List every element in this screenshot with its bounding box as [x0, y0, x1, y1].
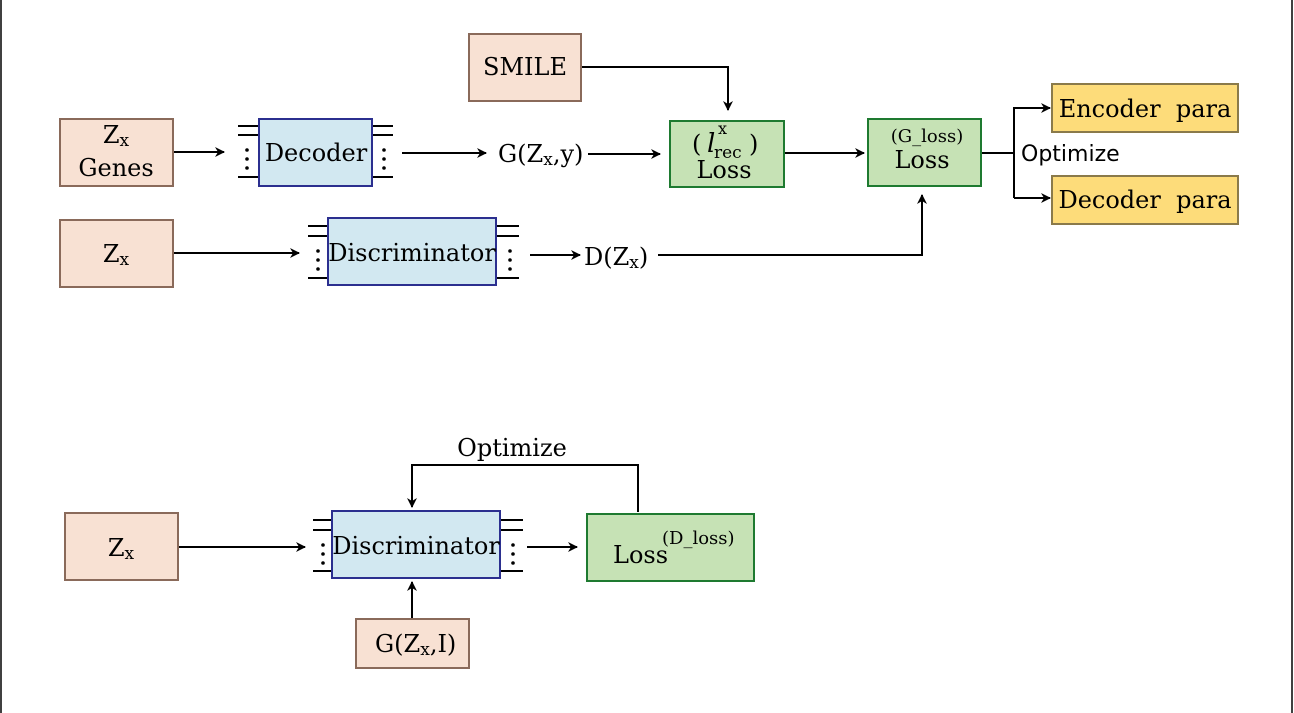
smile-label: SMILE [483, 53, 567, 81]
zx-genes-z: Z [103, 121, 120, 149]
zx-input-box-top: Zx [59, 219, 174, 288]
zx-input-box-bottom: Zx [64, 512, 179, 581]
discriminator-label-bottom: Discriminator [332, 532, 500, 560]
zx-genes-input-box: Zx Genes [59, 118, 174, 187]
reconstruction-loss-box: ( l x rec ) Loss [669, 119, 785, 188]
discriminator-output-label: D(Zx) [584, 243, 648, 273]
svg-text:Zx: Zx [108, 534, 135, 564]
svg-text:(: ( [692, 130, 701, 158]
top-connectors [174, 66, 1051, 260]
d-loss-superscript: (D_loss) [662, 528, 735, 549]
svg-text:): ) [749, 130, 758, 158]
genes-label: Genes [78, 154, 153, 182]
decoder-params-box: Decoder para [1051, 175, 1239, 225]
d-loss-box: Loss (D_loss) [586, 513, 755, 582]
rec-loss-symbol: l [707, 129, 715, 159]
svg-text:Zx: Zx [103, 121, 130, 151]
discriminator-label-top: Discriminator [328, 239, 496, 267]
optimize-label-bottom: Optimize [457, 434, 567, 462]
rec-loss-label: Loss [696, 156, 751, 184]
rec-loss-subscript: rec [714, 143, 742, 163]
rec-loss-superscript: x [718, 119, 727, 138]
d-loss-label: Loss [613, 541, 668, 569]
decoder-module: Decoder [238, 118, 393, 187]
decoder-label: Decoder [265, 139, 368, 167]
g-loss-box: (G_loss) Loss [867, 118, 982, 187]
encoder-params-label: Encoder para [1059, 95, 1232, 123]
smile-input-box: SMILE [468, 33, 582, 102]
decoder-params-label: Decoder para [1058, 186, 1231, 214]
g-loss-label: Loss [894, 146, 949, 174]
svg-text:Zx: Zx [103, 240, 130, 270]
g-loss-tag: (G_loss) [891, 126, 964, 147]
discriminator-module-bottom: Discriminator [313, 510, 523, 579]
optimize-label-top: Optimize [1021, 142, 1120, 167]
svg-text:G(Zx,I): G(Zx,I) [375, 630, 456, 660]
zx-genes-subscript: x [120, 131, 130, 151]
encoder-params-box: Encoder para [1051, 83, 1239, 133]
generated-input-box: G(Zx,I) [355, 618, 470, 669]
discriminator-module-top: Discriminator [308, 217, 519, 286]
bottom-connectors [179, 464, 639, 618]
generator-output-label: G(Zx,y) [498, 140, 583, 170]
